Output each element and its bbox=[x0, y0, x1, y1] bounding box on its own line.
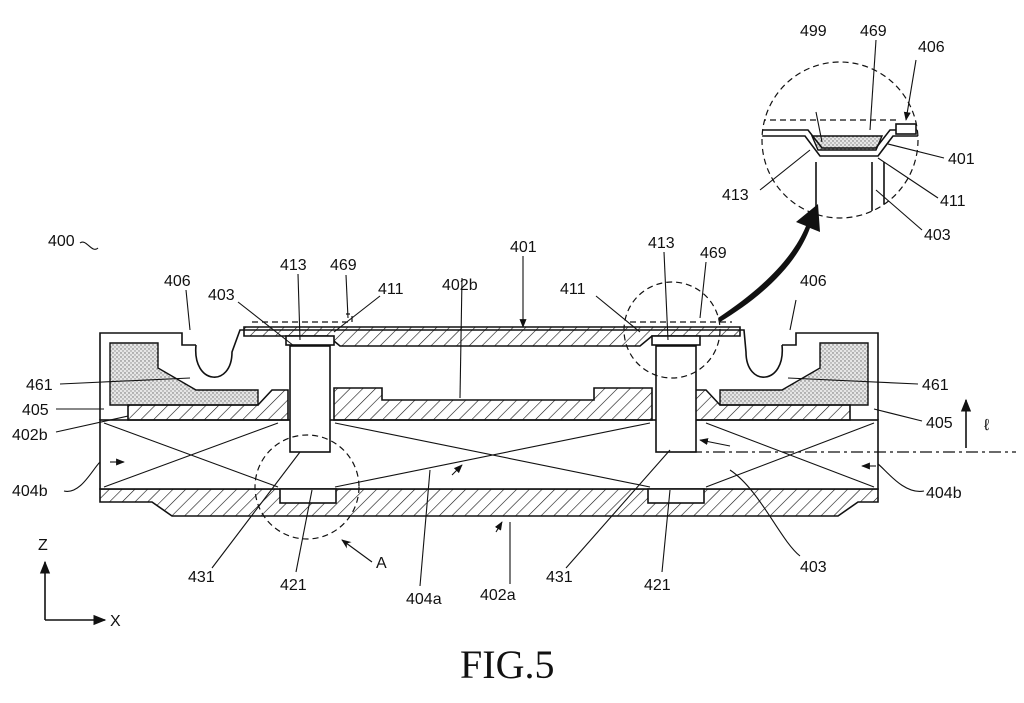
label-461-right: 461 bbox=[922, 377, 949, 394]
label-404b-left: 404b bbox=[12, 483, 48, 500]
label-403-detail: 403 bbox=[924, 227, 951, 244]
label-402b-left: 402b bbox=[12, 427, 48, 444]
label-402b-top: 402b bbox=[442, 277, 478, 294]
label-404a: 404a bbox=[406, 591, 442, 608]
label-469-detail: 469 bbox=[860, 23, 887, 40]
label-404b-right: 404b bbox=[926, 485, 962, 502]
label-411-left: 411 bbox=[378, 281, 404, 298]
label-413-detail: 413 bbox=[722, 187, 749, 204]
figure-caption: FIG.5 bbox=[460, 642, 554, 687]
label-406-left: 406 bbox=[164, 273, 191, 290]
label-411-right: 411 bbox=[560, 281, 586, 298]
label-Z: Z bbox=[38, 537, 48, 554]
label-421-right: 421 bbox=[644, 577, 671, 594]
label-413-right: 413 bbox=[648, 235, 675, 252]
label-405-right: 405 bbox=[926, 415, 953, 432]
label-402a: 402a bbox=[480, 587, 516, 604]
label-405-left: 405 bbox=[22, 402, 49, 419]
coil-region bbox=[100, 420, 878, 489]
label-499: 499 bbox=[800, 23, 827, 40]
label-411-detail: 411 bbox=[940, 193, 966, 210]
label-401-detail: 401 bbox=[948, 151, 975, 168]
label-403-right: 403 bbox=[800, 559, 827, 576]
label-406-detail: 406 bbox=[918, 39, 945, 56]
label-469-right: 469 bbox=[700, 245, 727, 262]
label-413-left: 413 bbox=[280, 257, 307, 274]
label-431-left: 431 bbox=[188, 569, 215, 586]
label-431-right: 431 bbox=[546, 569, 573, 586]
label-461-left: 461 bbox=[26, 377, 53, 394]
label-403-left: 403 bbox=[208, 287, 235, 304]
label-A: A bbox=[376, 555, 387, 572]
axes bbox=[45, 562, 105, 620]
label-X: X bbox=[110, 613, 121, 630]
label-406-right: 406 bbox=[800, 273, 827, 290]
label-400: 400 bbox=[48, 233, 75, 250]
label-469-left: 469 bbox=[330, 257, 357, 274]
label-421-left: 421 bbox=[280, 577, 307, 594]
label-401-main: 401 bbox=[510, 239, 537, 256]
label-ell: ℓ bbox=[984, 417, 989, 434]
bottom-plate-402a bbox=[100, 489, 878, 516]
